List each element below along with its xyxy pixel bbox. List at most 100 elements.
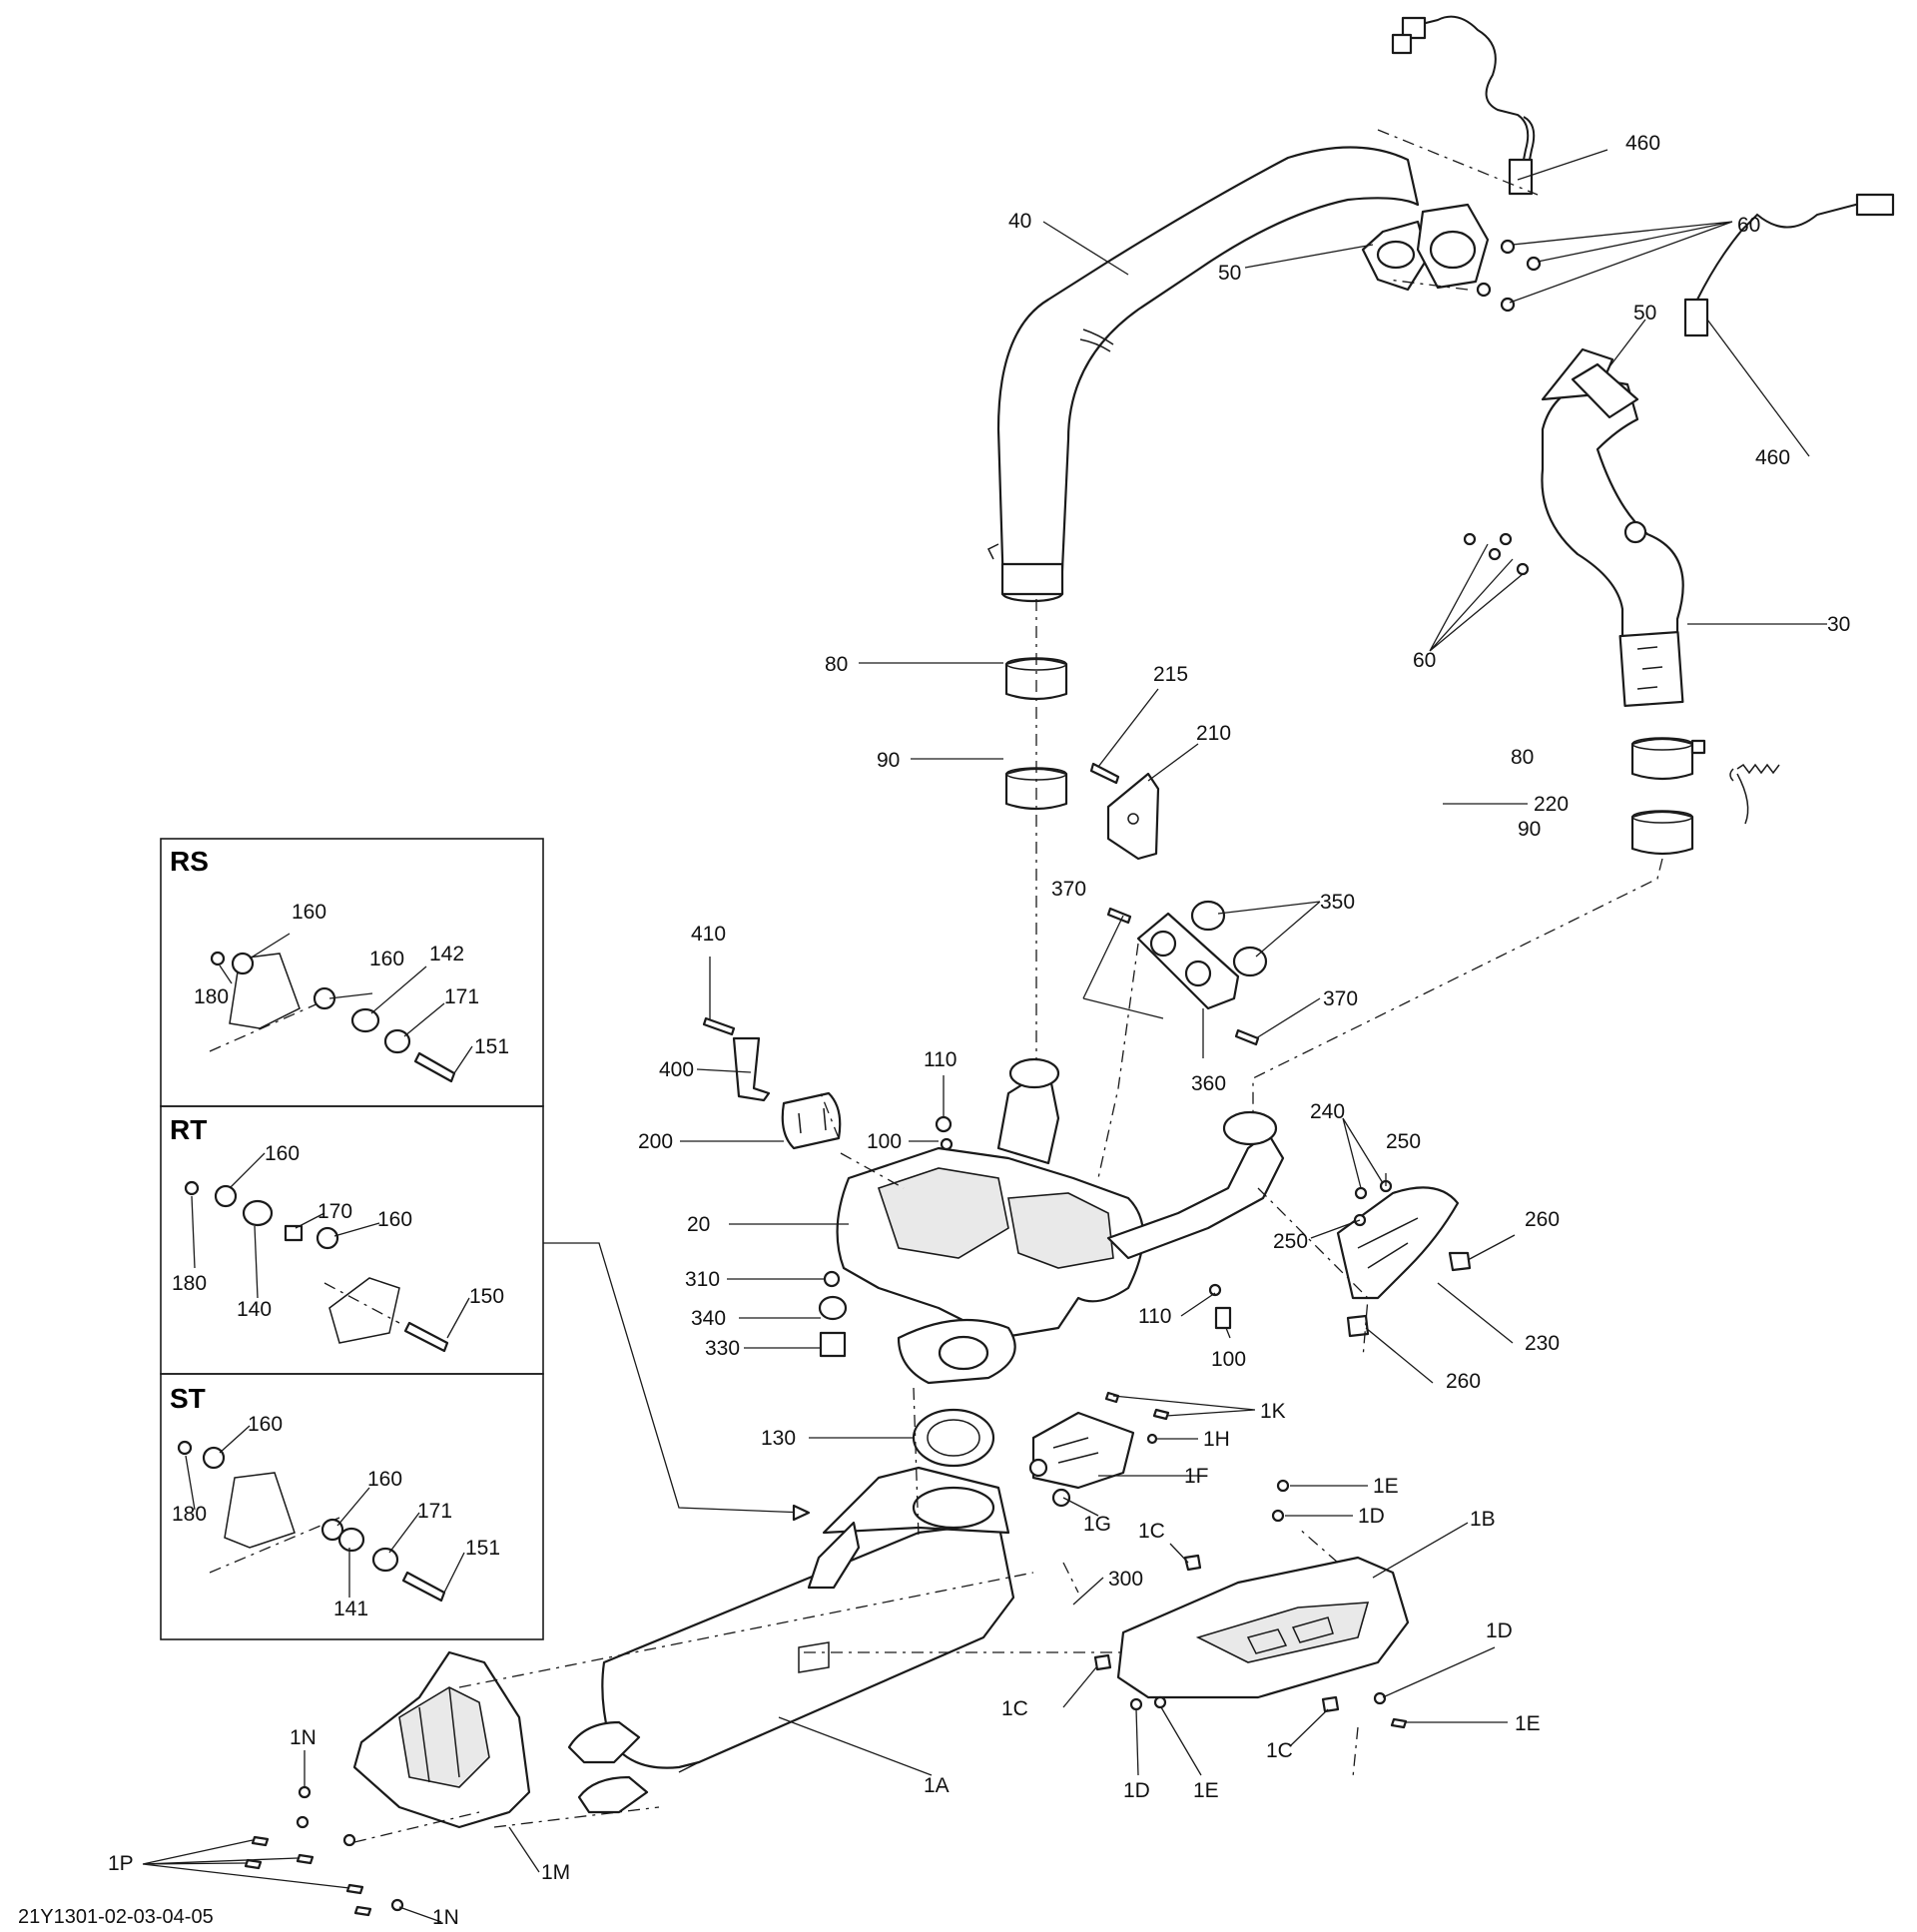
header-gasket-50-lower <box>1571 362 1639 419</box>
callout-410: 410 <box>691 923 726 946</box>
callout-1E-lower: 1E <box>1193 1779 1219 1802</box>
callout-215: 215 <box>1153 663 1188 686</box>
inset-rt-title: RT <box>170 1114 207 1145</box>
callout-40: 40 <box>1008 210 1031 233</box>
inset-st-label-180: 180 <box>172 1503 207 1526</box>
inset-rt-label-150: 150 <box>469 1285 504 1308</box>
heat-shield-230 <box>1336 1186 1460 1300</box>
callout-1D-lower: 1D <box>1123 1779 1150 1802</box>
clamp-80-right <box>1630 737 1706 781</box>
bracket-400 <box>732 1036 771 1102</box>
muffler-1A <box>567 1466 1015 1814</box>
inset-rt-label-140: 140 <box>237 1298 272 1321</box>
sleeve-90-right <box>1630 810 1694 856</box>
callout-1E-right: 1E <box>1515 1712 1541 1735</box>
callout-1C-lower: 1C <box>1266 1739 1293 1762</box>
callout-1H: 1H <box>1203 1428 1230 1451</box>
bolt-215 <box>1089 762 1120 785</box>
inset-st: ST 160 180 160 171 141 151 <box>170 1383 500 1620</box>
inset-rt-label-160-a: 160 <box>265 1142 300 1165</box>
oxygen-sensor-460-lower <box>1683 193 1895 337</box>
inset-rs-frame <box>160 838 544 1107</box>
inset-st-label-141: 141 <box>333 1598 368 1620</box>
callout-350: 350 <box>1320 891 1355 914</box>
header-flange-50-upper <box>1361 203 1490 292</box>
callout-50-upper: 50 <box>1218 262 1241 285</box>
inset-rs-title: RS <box>170 846 209 877</box>
bolt-370-group <box>1106 907 1260 1046</box>
callout-90-right: 90 <box>1518 818 1541 841</box>
gasket-130 <box>912 1408 995 1468</box>
inset-rs-label-151: 151 <box>474 1035 509 1058</box>
callout-330: 330 <box>705 1337 740 1360</box>
inset-rt-label-180: 180 <box>172 1272 207 1295</box>
clips-1C-1D-1E <box>1093 1479 1408 1729</box>
callout-30: 30 <box>1827 613 1850 636</box>
fasteners-1K-1H-1G <box>1028 1391 1170 1508</box>
oxygen-sensor-460-upper <box>1391 15 1536 196</box>
callout-400: 400 <box>659 1058 694 1081</box>
callout-1D-upper: 1D <box>1358 1505 1385 1528</box>
bracket-210 <box>1106 772 1160 861</box>
callout-leaders <box>142 149 1827 1923</box>
callout-230: 230 <box>1525 1332 1560 1355</box>
callout-1C-upper: 1C <box>1138 1520 1165 1543</box>
callout-200: 200 <box>638 1130 673 1153</box>
callout-250-lower: 250 <box>1273 1230 1308 1253</box>
catalytic-converter-20 <box>836 1057 1285 1385</box>
callout-370-left: 370 <box>1051 878 1086 901</box>
callout-100-right: 100 <box>1211 1348 1246 1371</box>
clamp-80-left <box>1004 657 1068 701</box>
callout-220: 220 <box>1534 793 1569 816</box>
inset-rt-parts <box>184 1152 470 1353</box>
inset-rt: RT 160 180 140 170 160 150 <box>170 1114 504 1321</box>
inset-st-title: ST <box>170 1383 206 1414</box>
clip-260-group <box>1346 1251 1472 1338</box>
callout-1N-lower: 1N <box>432 1906 459 1929</box>
inset-st-label-171: 171 <box>417 1500 452 1523</box>
callout-1B: 1B <box>1470 1508 1496 1531</box>
callout-310: 310 <box>685 1268 720 1291</box>
callout-60-lower: 60 <box>1413 649 1436 672</box>
callout-110-left: 110 <box>924 1048 957 1071</box>
inset-rs-label-160-a: 160 <box>292 901 326 924</box>
callout-260-lower: 260 <box>1446 1370 1481 1393</box>
washer-nut-stack <box>818 1270 848 1358</box>
callout-110-right: 110 <box>1138 1305 1171 1328</box>
callout-370-right: 370 <box>1323 987 1358 1010</box>
inset-rs-label-142: 142 <box>429 943 464 966</box>
callout-250-upper: 250 <box>1386 1130 1421 1153</box>
inset-st-label-151: 151 <box>465 1537 500 1560</box>
inset-rt-label-170: 170 <box>318 1200 352 1223</box>
callout-210: 210 <box>1196 722 1231 745</box>
callout-260-upper: 260 <box>1525 1208 1560 1231</box>
callout-340: 340 <box>691 1307 726 1330</box>
inset-rs-label-171: 171 <box>444 985 479 1008</box>
inset-panel-group <box>160 838 811 1640</box>
inset-st-parts <box>177 1425 465 1603</box>
callout-50-lower: 50 <box>1633 302 1656 324</box>
callout-1M: 1M <box>541 1861 570 1884</box>
hanger-bracket-360 <box>1136 912 1240 1010</box>
muffler-cover-1B <box>1116 1556 1410 1699</box>
inset-st-frame <box>160 1373 544 1640</box>
callout-20: 20 <box>687 1213 710 1236</box>
inset-rs-label-160-b: 160 <box>369 948 404 970</box>
inset-rt-frame <box>160 1105 544 1375</box>
header-pipe-30 <box>1541 347 1684 708</box>
callout-80-right: 80 <box>1511 746 1534 769</box>
callout-labels: 460 40 50 60 50 460 60 30 80 90 215 210 … <box>108 132 1850 1929</box>
callout-1K: 1K <box>1260 1400 1286 1423</box>
nut-washer-110-100-left <box>935 1115 954 1151</box>
inset-rs: RS 160 180 160 142 171 151 <box>170 846 509 1058</box>
callout-1E-upper: 1E <box>1373 1475 1399 1498</box>
nut-60-group-upper <box>1476 239 1542 313</box>
callout-1A: 1A <box>924 1774 950 1797</box>
header-pipe-40 <box>986 146 1420 603</box>
callout-1P: 1P <box>108 1852 134 1875</box>
callout-90-left: 90 <box>877 749 900 772</box>
callout-1G: 1G <box>1083 1513 1111 1536</box>
inset-rs-label-180: 180 <box>194 985 229 1008</box>
bolt-410 <box>702 1016 736 1036</box>
